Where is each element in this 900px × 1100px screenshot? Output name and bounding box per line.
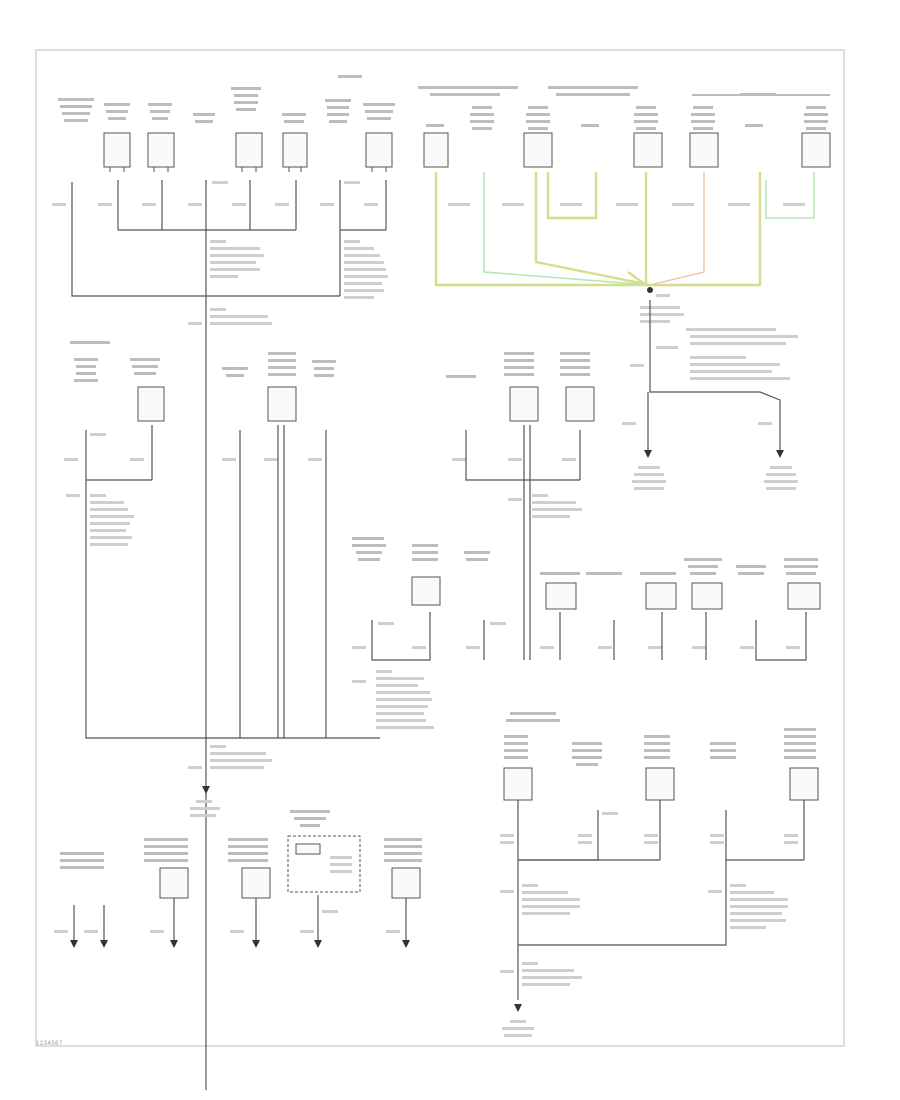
component-label-block — [58, 75, 395, 123]
connector — [159, 867, 189, 899]
connector — [391, 867, 421, 899]
ground-symbol — [314, 940, 322, 948]
diagram-border — [35, 49, 845, 1047]
component-label-block — [418, 86, 830, 130]
connector — [503, 767, 533, 801]
page-identifier: 1234567 — [36, 1041, 63, 1047]
wire-labels — [64, 433, 322, 461]
component-label-block — [60, 810, 422, 869]
wire-labels — [52, 181, 378, 206]
splice-label — [532, 494, 582, 518]
splice-label — [188, 240, 388, 325]
relay-coil — [295, 843, 321, 855]
top-left-component-group — [52, 75, 395, 1090]
connector — [147, 132, 175, 168]
ground-symbol — [70, 940, 78, 948]
connector — [137, 386, 165, 422]
wire-labels — [452, 458, 576, 501]
connector — [509, 386, 539, 422]
component-label-block — [504, 712, 816, 766]
bottom-left-component-group — [54, 810, 422, 948]
connector — [365, 132, 393, 168]
connector — [267, 386, 297, 422]
splice-label — [630, 294, 798, 380]
ground-location-label — [622, 422, 798, 490]
connector — [565, 386, 595, 422]
connector — [645, 582, 677, 610]
ground-symbol — [402, 940, 410, 948]
splice-label — [66, 494, 134, 546]
connector — [691, 582, 723, 610]
connector — [789, 767, 819, 801]
wire-labels — [500, 812, 798, 844]
pin-stubs — [109, 167, 387, 172]
wire-labels — [448, 203, 805, 206]
ground-symbol — [252, 940, 260, 948]
connector — [282, 132, 308, 168]
instrument-cluster-group — [418, 86, 831, 490]
ground-symbol — [776, 450, 784, 458]
middle-center-component-group — [446, 352, 595, 660]
secondary-component-group — [352, 537, 821, 729]
ground-splice — [647, 287, 653, 293]
connector — [103, 132, 131, 168]
connector — [235, 132, 263, 168]
connector — [645, 767, 675, 801]
middle-left-component-group — [64, 341, 380, 739]
connector — [545, 582, 577, 610]
connector — [787, 582, 821, 610]
wire-labels — [54, 910, 400, 933]
component-label-block — [446, 352, 590, 378]
wire-labels — [352, 622, 800, 649]
ground-symbol — [170, 940, 178, 948]
component-label-block — [352, 537, 818, 575]
connector — [423, 132, 449, 168]
bottom-right-component-group — [500, 712, 819, 1037]
component-label-block — [70, 341, 336, 382]
relay-box — [287, 835, 361, 893]
connector — [523, 132, 553, 168]
connector — [241, 867, 271, 899]
connector — [801, 132, 831, 168]
splice-label — [500, 884, 788, 1037]
main-splice-label — [188, 745, 272, 817]
connector — [689, 132, 719, 168]
ground-symbol — [644, 450, 652, 458]
connector — [633, 132, 663, 168]
ground-symbol — [100, 940, 108, 948]
ground-symbol — [202, 786, 210, 794]
splice-label — [352, 670, 434, 729]
ground-symbol — [514, 1004, 522, 1012]
connector — [411, 576, 441, 606]
